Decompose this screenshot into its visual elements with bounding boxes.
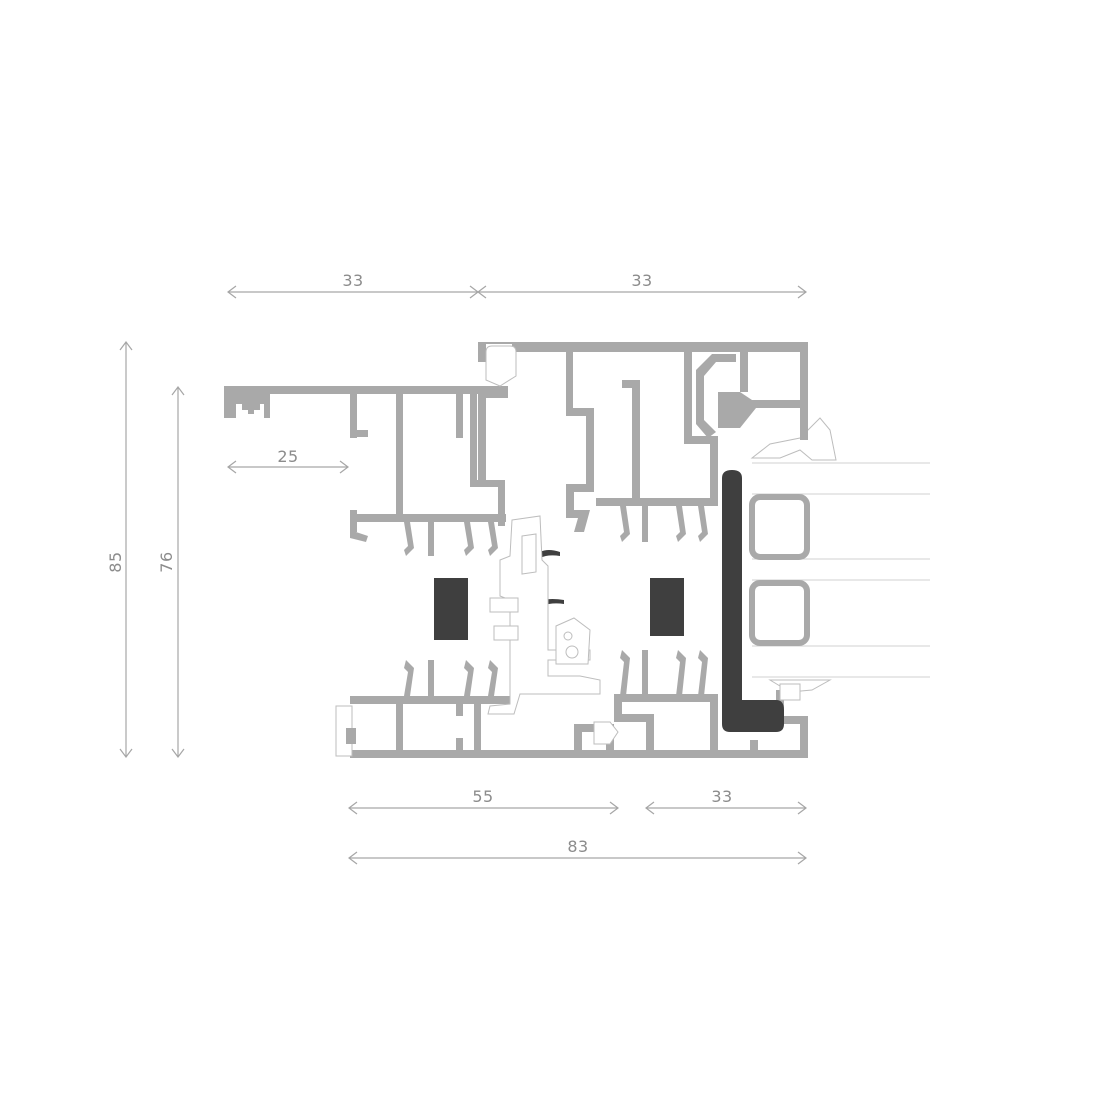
- glass-spacer-lower: [749, 580, 810, 646]
- glazing-unit: [749, 462, 930, 678]
- dimension-label-bottom-right: 33: [711, 787, 732, 806]
- thermal-break-strips: [434, 470, 784, 732]
- dimension-label-bottom-total: 83: [567, 837, 588, 856]
- dimension-top-right: 33: [477, 271, 807, 299]
- glazing-gasket-top: [750, 417, 837, 461]
- dimension-bottom-right: 33: [645, 787, 807, 815]
- dimension-label-top-left: 33: [342, 271, 363, 290]
- dimension-inner-left: 25: [227, 447, 349, 474]
- thermal-strip-left: [434, 578, 468, 640]
- dimension-label-left-outer: 85: [106, 551, 125, 572]
- glazing-gasket-dark: [722, 470, 784, 732]
- dimension-label-bottom-left: 55: [472, 787, 493, 806]
- dimension-bottom-total: 83: [348, 837, 807, 865]
- frame-profile-center: [478, 342, 808, 756]
- glass-spacer-upper: [749, 494, 810, 560]
- dimension-label-left-inner: 76: [157, 551, 176, 572]
- thermal-strip-right: [650, 578, 684, 636]
- dimension-top-left: 33: [227, 271, 479, 299]
- seal-dot-upper: [540, 550, 560, 558]
- dimension-label-inner-left: 25: [277, 447, 298, 466]
- dimension-label-top-right: 33: [631, 271, 652, 290]
- dimension-bottom-left: 55: [348, 787, 619, 815]
- dimension-left-outer: 85: [106, 341, 133, 758]
- hardware-insert: [485, 345, 801, 745]
- dimension-left-inner: 76: [157, 386, 185, 758]
